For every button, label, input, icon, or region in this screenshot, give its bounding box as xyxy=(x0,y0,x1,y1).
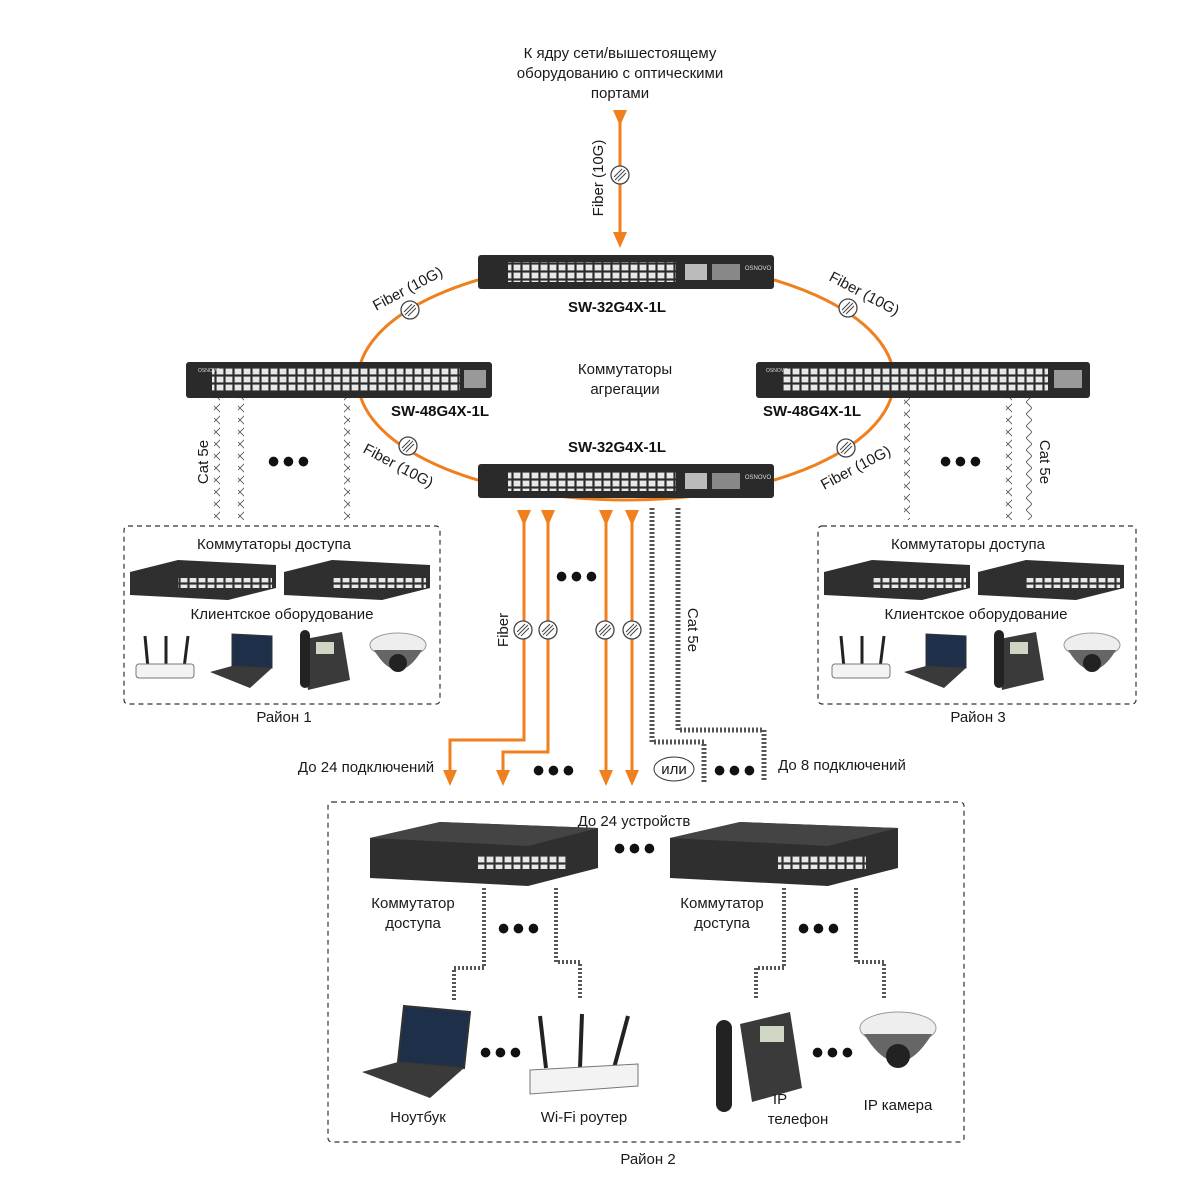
right-switch-model: SW-48G4X-1L xyxy=(763,403,861,420)
access-switch-icon xyxy=(824,560,970,600)
district-1-name: Район 1 xyxy=(256,709,311,726)
laptop-icon xyxy=(904,633,967,688)
wifi-router-icon xyxy=(135,635,195,679)
access-switch-label-left-line-1: Коммутатор xyxy=(371,895,454,912)
bottom-aggregation-switch: OSNOVO xyxy=(478,464,774,498)
up-to-8-connections: До 8 подключений xyxy=(778,757,906,774)
or-label: или xyxy=(661,761,687,778)
top-aggregation-switch: OSNOVO xyxy=(478,255,774,289)
fiber-connector-icon xyxy=(400,300,420,320)
access-switch-label-left-line-2: доступа xyxy=(385,915,441,932)
district-2-device-ellipsis-left: ••• xyxy=(480,1034,525,1072)
ring-link-label-bottom-left: Fiber (10G) xyxy=(360,441,436,492)
left-edge-switch: OSNOVO xyxy=(186,362,492,398)
wifi-router-icon xyxy=(529,1013,639,1095)
district-1: Коммутаторы доступа Клиентское оборудова… xyxy=(123,525,441,705)
fiber-connector-icon xyxy=(538,620,558,640)
ring-link-label-bottom-right: Fiber (10G) xyxy=(818,443,894,494)
left-switch-model: SW-48G4X-1L xyxy=(391,403,489,420)
district-2-fiber-ellipsis: ••• xyxy=(556,558,601,596)
or-badge xyxy=(653,756,695,782)
fiber-connector-icon xyxy=(836,438,856,458)
access-switch-icon xyxy=(284,560,430,600)
fiber-connector-icon xyxy=(622,620,642,640)
right-edge-switch: OSNOVO xyxy=(756,362,1090,398)
wifi-router-label: Wi-Fi роутер xyxy=(541,1109,628,1126)
fiber-connector-icon xyxy=(398,436,418,456)
fiber-connector-icon xyxy=(513,620,533,640)
cat5e-ellipsis: ••• xyxy=(714,752,759,790)
up-to-24-connections: До 24 подключений xyxy=(298,759,434,776)
core-uplink-link-label: Fiber (10G) xyxy=(590,140,607,217)
switch-brand-logo: OSNOVO xyxy=(766,368,788,374)
access-switch-icon xyxy=(670,822,898,886)
district-2-device-ellipsis-right: ••• xyxy=(812,1034,857,1072)
fiber-connector-icon xyxy=(838,298,858,318)
access-switch-icon xyxy=(978,560,1124,600)
district-2-device-cables xyxy=(452,888,886,1000)
district-2: До 24 устройств ••• Коммутатор доступа К… xyxy=(327,801,965,1143)
wifi-router-icon xyxy=(831,635,891,679)
ring-link-label-top-right: Fiber (10G) xyxy=(826,269,902,320)
district-2-devices-label: До 24 устройств xyxy=(578,813,691,830)
district-2-cable-label: Cat 5e xyxy=(684,608,701,652)
switch-brand-logo: OSNOVO xyxy=(745,266,772,272)
ip-camera-icon xyxy=(859,1011,937,1068)
district-1-cable-ellipsis: ••• xyxy=(268,443,313,481)
top-switch-model: SW-32G4X-1L xyxy=(568,299,666,316)
core-uplink-line-2: оборудованию с оптическими xyxy=(517,65,723,82)
district-1-access-label: Коммутаторы доступа xyxy=(197,536,352,553)
district-3-clients-label: Клиентское оборудование xyxy=(885,606,1068,623)
aggregation-label-line-1: Коммутаторы xyxy=(578,361,672,378)
ip-camera-label: IP камера xyxy=(864,1097,933,1114)
access-switch-icon xyxy=(370,822,598,886)
district-3: Коммутаторы доступа Клиентское оборудова… xyxy=(817,525,1137,705)
district-2-fiber-links xyxy=(443,510,639,786)
access-switch-icon xyxy=(130,560,276,600)
ip-camera-icon xyxy=(1063,632,1121,672)
district-3-cable-label: Cat 5e xyxy=(1036,440,1053,484)
switch-brand-logo: OSNOVO xyxy=(745,475,772,481)
aggregation-label-line-2: агрегации xyxy=(590,381,659,398)
district-2-switch-ellipsis: ••• xyxy=(614,830,659,868)
fiber-connector-icon xyxy=(610,165,630,185)
core-uplink-label: К ядру сети/вышестоящему оборудованию с … xyxy=(517,45,723,102)
ip-phone-icon xyxy=(716,1012,802,1112)
district-3-cable-ellipsis: ••• xyxy=(940,443,985,481)
ip-camera-icon xyxy=(369,632,427,672)
ip-phone-label-line-1: IP xyxy=(773,1091,787,1108)
switch-brand-logo: OSNOVO xyxy=(198,368,220,374)
access-switch-label-right-line-2: доступа xyxy=(694,915,750,932)
laptop-label: Ноутбук xyxy=(390,1109,446,1126)
district-2-cable-ellipsis-right: ••• xyxy=(798,910,843,948)
district-2-name: Район 2 xyxy=(620,1151,675,1168)
access-switch-label-right-line-1: Коммутатор xyxy=(680,895,763,912)
district-3-name: Район 3 xyxy=(950,709,1005,726)
bottom-switch-model: SW-32G4X-1L xyxy=(568,439,666,456)
fiber-connector-icon xyxy=(595,620,615,640)
ip-phone-icon xyxy=(300,630,350,690)
district-1-cat5e-cables xyxy=(214,398,350,520)
district-3-access-label: Коммутаторы доступа xyxy=(891,536,1046,553)
district-2-fiber-label: Fiber xyxy=(495,613,512,647)
laptop-icon xyxy=(362,1004,472,1098)
district-3-cat5e-cables xyxy=(904,398,1032,520)
district-1-cable-label: Cat 5e xyxy=(195,440,212,484)
core-uplink-line-1: К ядру сети/вышестоящему xyxy=(524,45,717,62)
district-1-clients-label: Клиентское оборудование xyxy=(191,606,374,623)
district-2-cable-ellipsis-left: ••• xyxy=(498,910,543,948)
district-2-cat5e-cables xyxy=(649,508,767,782)
ip-phone-label-line-2: телефон xyxy=(768,1111,829,1128)
laptop-icon xyxy=(210,633,273,688)
connections-ellipsis: ••• xyxy=(533,752,578,790)
core-uplink-line-3: портами xyxy=(591,85,649,102)
ip-phone-icon xyxy=(994,630,1044,690)
